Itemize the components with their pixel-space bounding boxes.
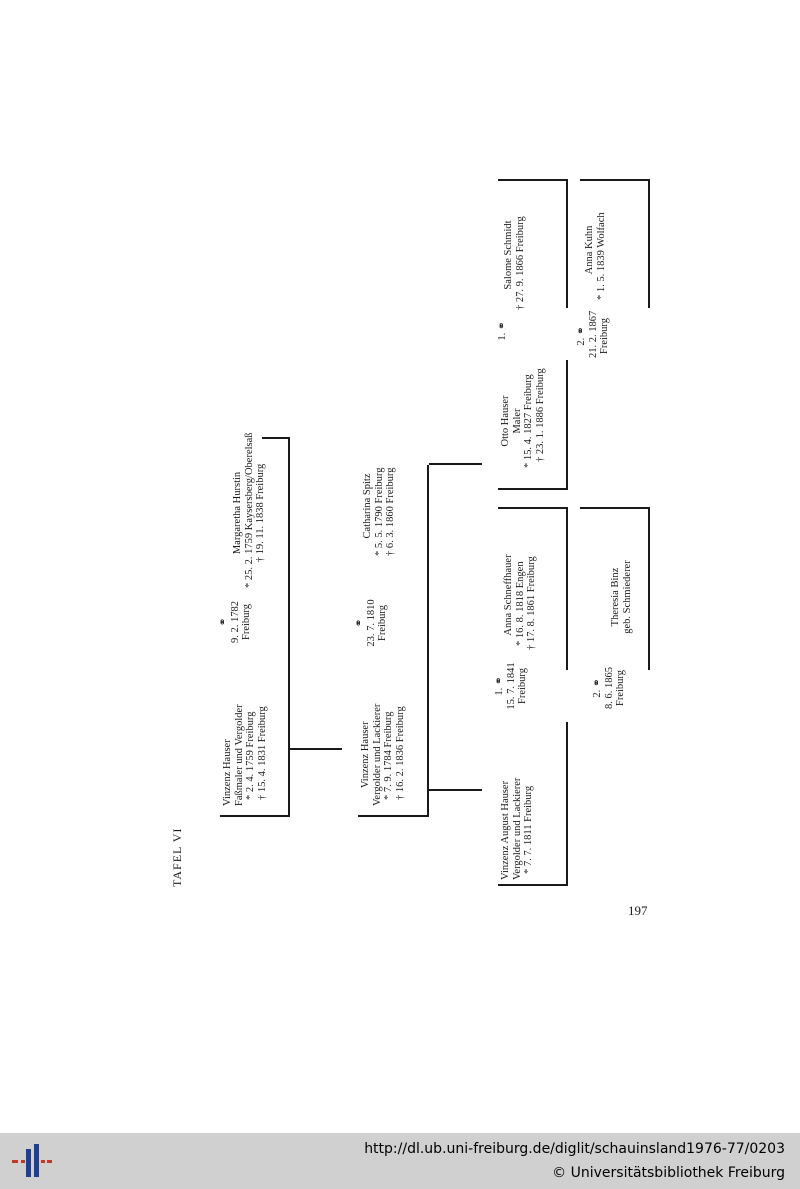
connector-line — [290, 748, 342, 750]
gen1-marriage: ⚭ 9. 2. 1782 Freiburg — [218, 587, 253, 657]
bracket-line — [288, 438, 290, 816]
gen1-husband: Vinzenz Hauser Faßmaler und Vergolder * … — [222, 704, 268, 806]
copyright-text: © Universitätsbibliothek Freiburg — [552, 1165, 785, 1181]
footer-bar: http://dl.ub.uni-freiburg.de/diglit/scha… — [0, 1133, 800, 1189]
connector-line — [429, 789, 482, 791]
gen3a-person: Vinzenz August Hauser Vergolder und Lack… — [500, 777, 535, 880]
bracket-line — [580, 179, 650, 181]
page-number: 197 — [628, 903, 648, 918]
bracket-line — [648, 508, 650, 670]
gen3b-marriage1: 1. ⚭ — [497, 316, 509, 346]
bracket-line — [427, 465, 429, 816]
bracket-line — [566, 360, 568, 490]
bracket-line — [262, 437, 290, 439]
bracket-line — [220, 815, 290, 817]
gen2-marriage: ⚭ 23. 7. 1810 Freiburg — [354, 588, 389, 658]
bracket-line — [358, 815, 429, 817]
gen3b-wife2: Anna Kuhn * 1. 5. 1839 Wolfach — [584, 212, 607, 300]
bracket-line — [566, 508, 568, 670]
gen3a-wife2: Theresia Binz geb. Schmiederer — [610, 560, 633, 634]
library-logo-icon — [12, 1144, 52, 1177]
bracket-line — [498, 507, 568, 509]
gen2-husband: Vinzenz Hauser Vergolder und Lackierer *… — [360, 703, 406, 806]
connector-line — [429, 463, 482, 465]
gen3a-marriage1: 1. ⚭ 15. 7. 1841 Freiburg — [494, 656, 529, 716]
marriage-rings-icon: 1. ⚭ — [497, 321, 508, 341]
marriage-rings-icon: ⚭ — [354, 618, 365, 628]
bracket-line — [580, 507, 650, 509]
marriage-rings-icon: 1. ⚭ — [494, 676, 505, 696]
gen2-wife: Catharina Spitz * 5. 5. 1790 Freiburg † … — [362, 467, 397, 556]
gen3b-marriage2: 2. ⚭ 21. 2. 1867 Freiburg — [576, 310, 611, 358]
bracket-line — [498, 488, 568, 490]
gen3a-marriage2: 2. ⚭ 8. 6. 1865 Freiburg — [592, 658, 627, 718]
marriage-rings-icon: ⚭ — [218, 617, 229, 627]
document-url-link[interactable]: http://dl.ub.uni-freiburg.de/diglit/scha… — [364, 1141, 785, 1157]
bracket-line — [566, 180, 568, 308]
gen3b-person: Otto Hauser Maler * 15. 4. 1827 Freiburg… — [500, 368, 546, 468]
bracket-line — [648, 180, 650, 308]
gen3b-wife1: Salome Schmidt † 27. 9. 1866 Freiburg — [503, 216, 526, 310]
table-title: TAFEL VI — [170, 827, 184, 887]
bracket-line — [566, 722, 568, 885]
marriage-rings-icon: 2. ⚭ — [576, 326, 587, 346]
gen1-wife: Margaretha Hurstin * 25. 2. 1759 Kaysers… — [232, 432, 267, 588]
bracket-line — [498, 179, 568, 181]
bracket-line — [498, 884, 568, 886]
gen3a-wife1: Anna Schneffhauer * 16. 8. 1818 Engen † … — [503, 554, 538, 650]
marriage-rings-icon: 2. ⚭ — [592, 678, 603, 698]
scanned-page: TAFEL VI Vinzenz Hauser Faßmaler und Ver… — [170, 179, 650, 918]
